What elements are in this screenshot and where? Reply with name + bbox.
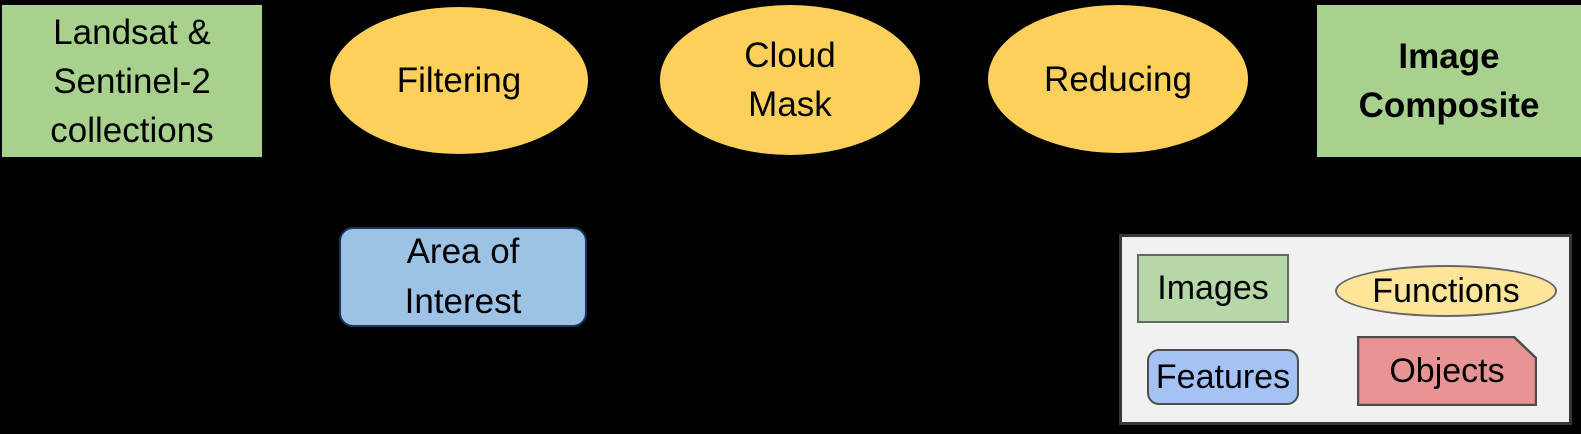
node-reducing-ellipse: Reducing — [988, 5, 1248, 153]
legend-images-label: Images — [1157, 269, 1269, 307]
legend-panel: Images Functions Features Objects — [1119, 234, 1572, 425]
node-area-of-interest: Area of Interest — [339, 227, 587, 327]
node-cloud-mask-ellipse: Cloud Mask — [660, 5, 920, 155]
legend-features-shape: Features — [1147, 349, 1299, 405]
node-filtering-ellipse: Filtering — [330, 7, 588, 154]
node-landsat-sentinel-collections: Landsat & Sentinel-2 collections — [2, 5, 262, 157]
clipped-corner-rectangle-icon — [1357, 336, 1537, 406]
legend-features-label: Features — [1155, 357, 1291, 396]
legend-objects-shape: Objects — [1357, 336, 1537, 406]
legend-images-shape: Images — [1137, 254, 1289, 323]
node-image-composite: Image Composite — [1317, 5, 1581, 157]
legend-objects-label: Objects — [1389, 351, 1505, 390]
legend-functions-label: Functions — [1372, 271, 1520, 310]
legend-functions-shape: Functions — [1335, 265, 1557, 317]
